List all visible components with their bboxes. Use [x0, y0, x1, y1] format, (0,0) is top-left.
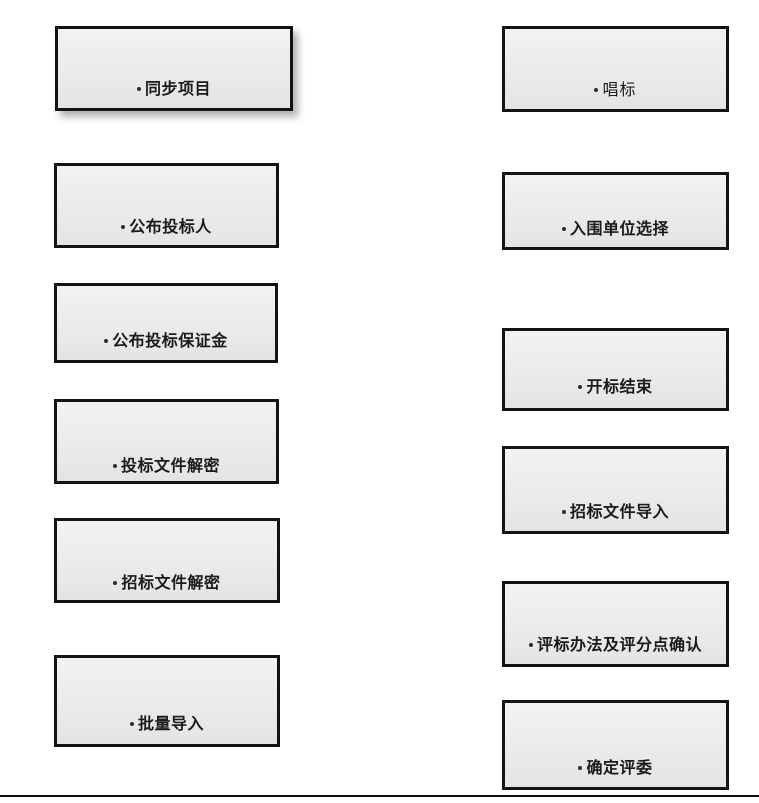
bullet-icon	[578, 384, 583, 389]
bullet-icon	[578, 765, 583, 770]
bullet-icon	[594, 87, 599, 92]
button-content: 批量导入	[129, 703, 204, 744]
button-label: 招标文件导入	[569, 502, 669, 521]
button-label: 入围单位选择	[569, 218, 669, 238]
button-decrypt-bid-document[interactable]: 投标文件解密	[54, 399, 279, 484]
button-label: 唱标	[602, 79, 637, 99]
bullet-icon	[561, 510, 566, 514]
button-decrypt-tender-document[interactable]: 招标文件解密	[54, 518, 280, 603]
button-content: 入围单位选择	[561, 210, 669, 247]
button-content: 公布投标保证金	[104, 322, 228, 360]
bullet-icon	[129, 721, 134, 726]
button-label: 公布投标保证金	[112, 331, 228, 350]
button-label: 同步项目	[144, 78, 211, 98]
button-sync-project[interactable]: 同步项目	[55, 26, 293, 111]
button-label: 评标办法及评分点确认	[536, 634, 702, 654]
button-batch-import[interactable]: 批量导入	[54, 655, 280, 747]
button-label: 确定评委	[586, 757, 653, 777]
button-content: 开标结束	[578, 365, 652, 408]
button-publish-bid-bond[interactable]: 公布投标保证金	[54, 283, 278, 363]
button-label: 开标结束	[586, 376, 653, 396]
bullet-icon	[104, 339, 109, 343]
button-content: 招标文件导入	[561, 493, 669, 531]
bullet-icon	[112, 463, 117, 468]
button-call-bid[interactable]: 唱标	[502, 26, 729, 112]
bullet-icon	[113, 581, 118, 585]
button-evaluation-method-confirm[interactable]: 评标办法及评分点确认	[502, 581, 729, 667]
button-confirm-review-committee[interactable]: 确定评委	[502, 700, 729, 790]
button-content: 招标文件解密	[113, 566, 220, 600]
button-content: 同步项目	[136, 69, 211, 108]
bullet-icon	[528, 642, 533, 647]
button-label: 投标文件解密	[120, 455, 220, 475]
button-label: 招标文件解密	[121, 573, 221, 592]
bottom-divider	[0, 795, 759, 797]
button-label: 批量导入	[137, 713, 204, 733]
button-label: 公布投标人	[129, 217, 212, 236]
button-import-tender-document[interactable]: 招标文件导入	[502, 446, 729, 534]
button-content: 公布投标人	[121, 209, 212, 245]
button-content: 确定评委	[578, 748, 652, 787]
button-content: 投标文件解密	[112, 450, 220, 481]
button-content: 唱标	[594, 70, 636, 109]
bullet-icon	[136, 86, 141, 91]
bullet-icon	[561, 226, 566, 231]
button-publish-bidders[interactable]: 公布投标人	[54, 163, 279, 248]
bullet-icon	[121, 225, 126, 229]
button-bid-opening-end[interactable]: 开标结束	[502, 328, 729, 411]
button-shortlist-unit-selection[interactable]: 入围单位选择	[502, 172, 729, 250]
button-content: 评标办法及评分点确认	[528, 625, 702, 664]
